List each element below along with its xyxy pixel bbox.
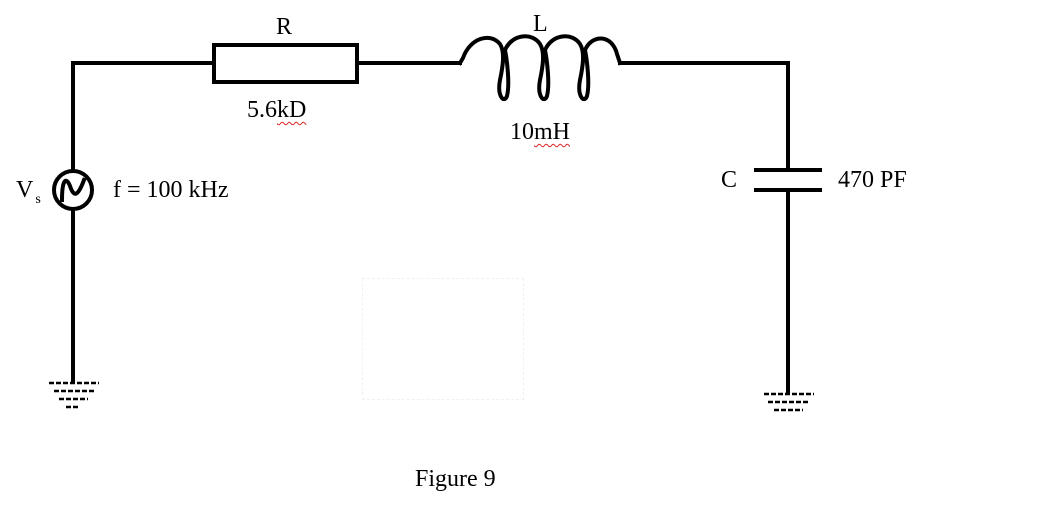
inductor-value-number: 10 xyxy=(510,119,534,145)
inductor-label: L xyxy=(533,11,548,37)
inductor-value: 10mH xyxy=(510,120,570,144)
resistor-label: R xyxy=(276,14,293,40)
resistor-value-unit: kD xyxy=(277,97,307,123)
ground-left-icon xyxy=(49,381,99,409)
source-subscript: s xyxy=(35,192,41,207)
inductor-value-unit: mH xyxy=(534,119,570,145)
capacitor-value: 470 PF xyxy=(838,167,907,193)
resistor-value: 5.6kD xyxy=(247,98,306,122)
capacitor-label: C xyxy=(721,167,738,193)
resistor-symbol xyxy=(212,43,359,84)
source-symbol: V xyxy=(16,177,34,203)
sine-wave-icon xyxy=(59,177,87,203)
figure-caption: Figure 9 xyxy=(415,466,496,492)
scan-artifact xyxy=(362,278,524,400)
inductor-symbol xyxy=(457,34,623,102)
source-frequency: f = 100 kHz xyxy=(113,177,229,203)
resistor-value-number: 5.6 xyxy=(247,97,277,123)
ground-right-icon xyxy=(764,392,814,412)
